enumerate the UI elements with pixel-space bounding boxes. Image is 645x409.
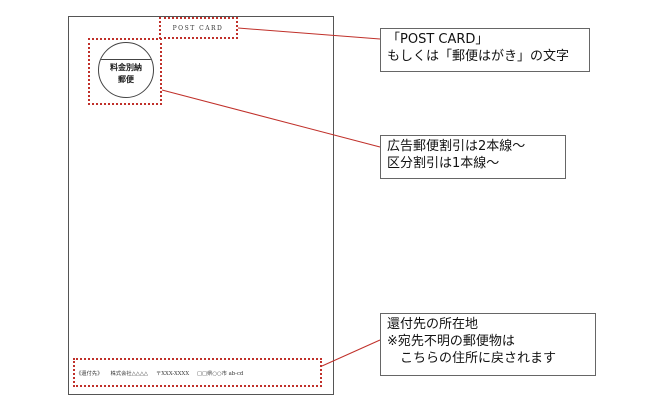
stamp-highlight — [88, 38, 162, 105]
callout-return-line2: ※宛先不明の郵便物は — [387, 334, 515, 349]
return-label: 《還付先》 — [76, 371, 103, 377]
callout-stamp: 広告郵便割引は2本線～ 区分割引は1本線～ — [380, 135, 566, 179]
return-postal: 〒XXX-XXXX — [155, 371, 190, 377]
return-company: 株式会社△△△△ — [110, 371, 148, 377]
leader-return — [321, 339, 381, 367]
callout-post-card-line1: 「POST CARD」 — [387, 32, 489, 47]
callout-return: 還付先の所在地 ※宛先不明の郵便物は こちらの住所に戻されます — [380, 313, 596, 376]
stamp-text-line2: 郵便 — [118, 75, 134, 84]
post-card-highlight — [159, 17, 238, 39]
callout-stamp-line1: 広告郵便割引は2本線～ — [387, 139, 526, 154]
post-card-label: POST CARD — [172, 24, 224, 32]
return-address-highlight — [73, 358, 322, 387]
callout-return-line1: 還付先の所在地 — [387, 317, 479, 332]
return-city: □□県○○市 ab-cd — [197, 371, 244, 377]
leader-post-card — [237, 27, 381, 40]
callout-stamp-line2: 区分割引は1本線～ — [387, 156, 500, 171]
stamp-text-line1: 料金別納 — [110, 63, 142, 72]
stamp-divider — [99, 59, 153, 60]
callout-post-card-line2: もしくは「郵便はがき」の文字 — [387, 49, 570, 64]
stamp-mark: 料金別納 郵便 — [98, 42, 154, 98]
callout-post-card: 「POST CARD」 もしくは「郵便はがき」の文字 — [380, 28, 590, 72]
return-address: 《還付先》 株式会社△△△△ 〒XXX-XXXX □□県○○市 ab-cd — [76, 360, 320, 386]
leader-stamp — [161, 89, 381, 148]
callout-return-line3: こちらの住所に戻されます — [387, 351, 557, 366]
